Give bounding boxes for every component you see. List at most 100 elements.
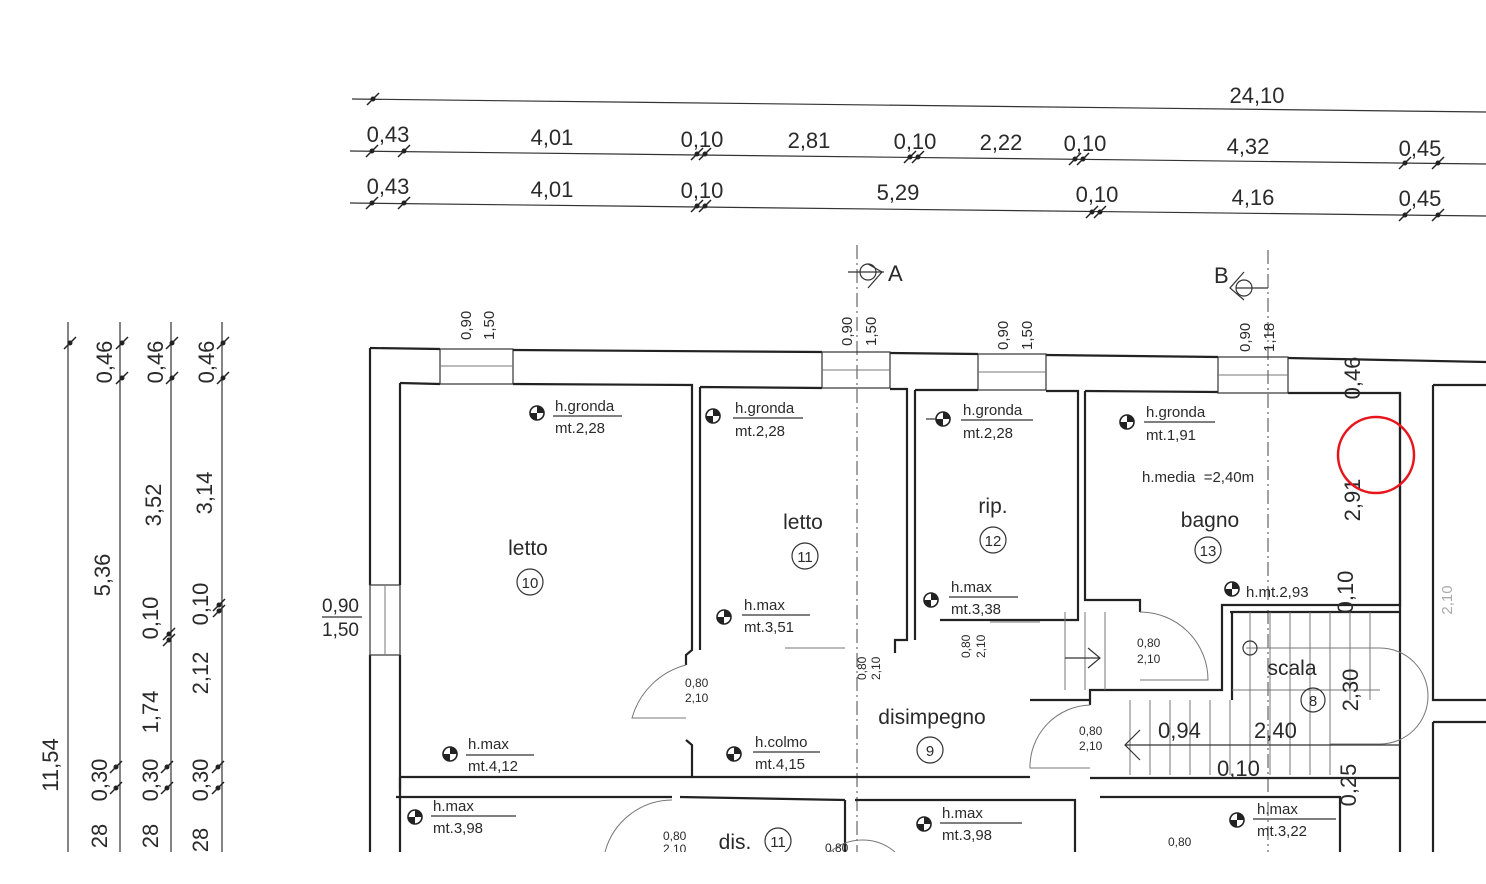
lower-rooms-heights: h.max mt.3,98 h.max mt.3,98 h.max mt.3,2… — [407, 798, 1336, 844]
height-label: h.colmo — [755, 734, 808, 751]
dim-label: 0,10 — [681, 178, 724, 203]
dim-overall-depth: 11,54 — [38, 738, 63, 791]
window-height: 1,50 — [863, 317, 880, 346]
dim-label: 28 — [138, 824, 163, 848]
height-marker-icon — [1229, 812, 1245, 828]
door-labels: 0,80 2,10 0,80 2,10 0,80 2,10 0,80 2,10 … — [663, 634, 1192, 856]
door-height: 2,10 — [1079, 739, 1103, 753]
height-label: h.gronda — [963, 402, 1023, 419]
dim-label: 2,10 — [1439, 585, 1456, 614]
dim-label: 0,46 — [92, 341, 117, 384]
height-marker-icon — [916, 816, 932, 832]
left-dimension-lines — [63, 322, 230, 852]
dim-label: 2,81 — [788, 128, 831, 153]
height-marker-icon — [923, 592, 939, 608]
height-label: h.max — [942, 805, 983, 822]
dim-label: 28 — [188, 828, 213, 852]
room-disimpegno-9: disimpegno 9 h.colmo mt.4,15 — [726, 706, 986, 773]
room-name: disimpegno — [878, 706, 985, 729]
section-marker-b: B — [1214, 263, 1268, 301]
dim-label: 3,14 — [192, 472, 217, 515]
room-number: 8 — [1309, 693, 1317, 710]
stair-dimensions: 0,94 2,40 0,10 2,30 0,10 0,25 2,10 — [1158, 571, 1456, 807]
door-width: 0,80 — [1137, 636, 1161, 650]
dim-label: 5,29 — [877, 180, 920, 205]
height-label: h.max — [433, 798, 474, 815]
window-width: 0,90 — [1237, 323, 1254, 352]
dim-label: 5,36 — [90, 554, 115, 597]
height-value: mt.2,28 — [963, 425, 1013, 442]
door-width: 0,80 — [1168, 835, 1192, 849]
window-height: 1,50 — [322, 620, 359, 641]
room-number: 9 — [926, 743, 934, 760]
door-height: 2,10 — [869, 656, 883, 680]
height-marker-icon — [705, 408, 721, 424]
window-height: 1,50 — [481, 311, 498, 340]
average-height: h.media =2,40m — [1142, 469, 1254, 486]
room-scala-8: scala 8 — [1267, 657, 1326, 713]
dim-label: 0,46 — [1340, 357, 1365, 400]
dim-label: 0,10 — [681, 127, 724, 152]
room-dis-11: dis. 11 — [719, 827, 792, 855]
height-value: mt.3,51 — [744, 619, 794, 636]
window-width: 0,90 — [458, 311, 475, 340]
door-height: 2,10 — [974, 634, 988, 658]
dim-label: 2,30 — [1338, 669, 1363, 712]
dim-label: 0,30 — [188, 759, 213, 802]
height-label: h.max — [744, 597, 785, 614]
dim-label: 28 — [87, 824, 112, 848]
height-marker-icon — [442, 746, 458, 762]
height-value: mt.4,15 — [755, 756, 805, 773]
stair-start-icon — [1242, 640, 1258, 656]
dim-label: 1,74 — [138, 691, 163, 734]
dim-label: 3,52 — [141, 484, 166, 527]
dim-left-labels: 11,54 0,46 5,36 0,30 28 0,46 3,52 0,10 1… — [38, 341, 219, 853]
dim-overall-width: 24,10 — [1229, 83, 1284, 108]
door-width: 0,80 — [855, 656, 869, 680]
dim-label: 4,01 — [531, 125, 574, 150]
window-height: 1,50 — [1019, 321, 1036, 350]
height-label: h.gronda — [1146, 404, 1206, 421]
room-number: 11 — [797, 549, 813, 566]
height-label: h.gronda — [555, 398, 615, 415]
dim-label: 0,30 — [87, 759, 112, 802]
door-width: 0,80 — [959, 634, 973, 658]
room-name: letto — [508, 537, 548, 560]
height-value: mt.3,98 — [433, 820, 483, 837]
dim-label: 2,22 — [980, 130, 1023, 155]
stair-treads — [1064, 612, 1429, 775]
dim-label: 0,43 — [367, 174, 410, 199]
section-marker-a: A — [848, 261, 903, 289]
height-label: h.gronda — [735, 400, 795, 417]
room-name: letto — [783, 511, 823, 534]
height-marker-icon — [716, 609, 732, 625]
dim-label: 0,43 — [367, 122, 410, 147]
dim-label: 0,45 — [1399, 136, 1442, 161]
dim-label: 0,10 — [1076, 182, 1119, 207]
door-height: 2,10 — [685, 691, 709, 705]
height-value: mt.2,28 — [555, 420, 605, 437]
highlight-circle — [1336, 415, 1416, 495]
height-value: mt.3,22 — [1257, 823, 1307, 840]
room-number: 10 — [522, 575, 539, 592]
window-height: 1,18 — [1261, 323, 1278, 352]
window-width: 0,90 — [839, 317, 856, 346]
height-value: mt.4,12 — [468, 758, 518, 775]
height-value: mt.2,28 — [735, 423, 785, 440]
dim-label: 4,01 — [531, 177, 574, 202]
height-marker-icon — [407, 809, 423, 825]
room-name: bagno — [1181, 509, 1239, 532]
door-width: 0,80 — [1079, 724, 1103, 738]
walls — [368, 346, 1486, 852]
door-width: 0,80 — [663, 829, 687, 843]
door-width: 0,80 — [685, 676, 709, 690]
dim-label: 4,16 — [1232, 185, 1275, 210]
height-label: h.max — [1257, 801, 1298, 818]
door-height: 2,10 — [1137, 652, 1161, 666]
height-label: h.max — [951, 579, 992, 596]
dim-label: 4,32 — [1227, 134, 1270, 159]
window-width: 0,90 — [322, 596, 359, 617]
dim-label: 0,10 — [1217, 756, 1260, 781]
window-width: 0,90 — [995, 321, 1012, 350]
windows — [369, 348, 1289, 656]
